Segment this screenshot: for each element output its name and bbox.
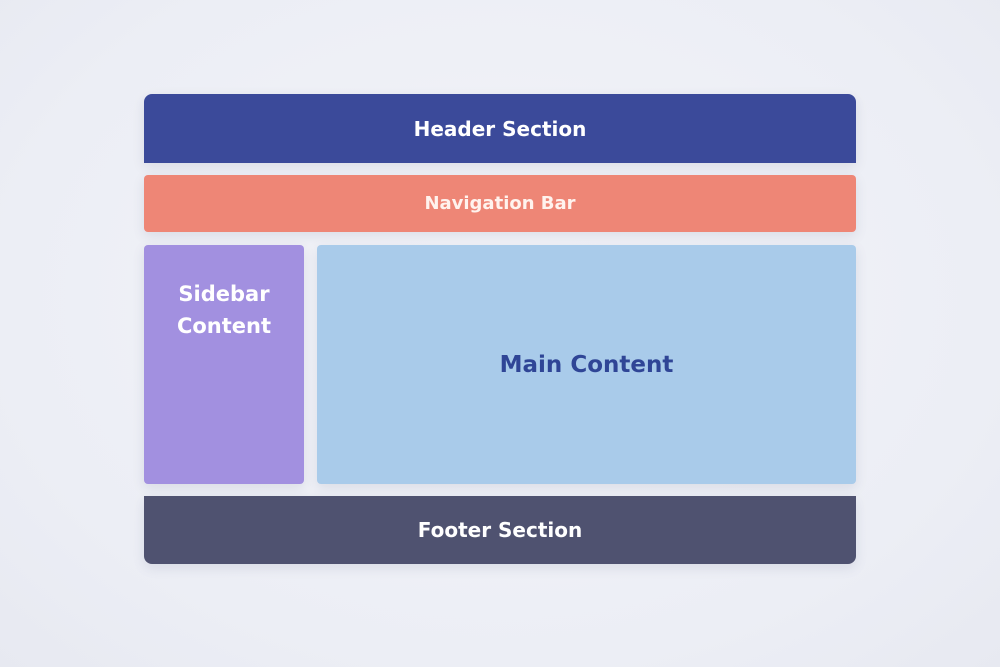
footer-section-label: Footer Section: [417, 518, 583, 542]
main-content-label: Main Content: [499, 351, 674, 378]
header-section-label: Header Section: [413, 116, 587, 141]
sidebar-content-block: Sidebar Content: [144, 245, 304, 484]
main-content-block: Main Content: [317, 245, 856, 484]
navigation-bar-block: Navigation Bar: [144, 175, 856, 232]
header-section-block: Header Section: [144, 94, 856, 163]
sidebar-content-label: Sidebar Content: [176, 282, 272, 338]
navigation-bar-label: Navigation Bar: [424, 193, 576, 214]
footer-section-block: Footer Section: [144, 496, 856, 564]
